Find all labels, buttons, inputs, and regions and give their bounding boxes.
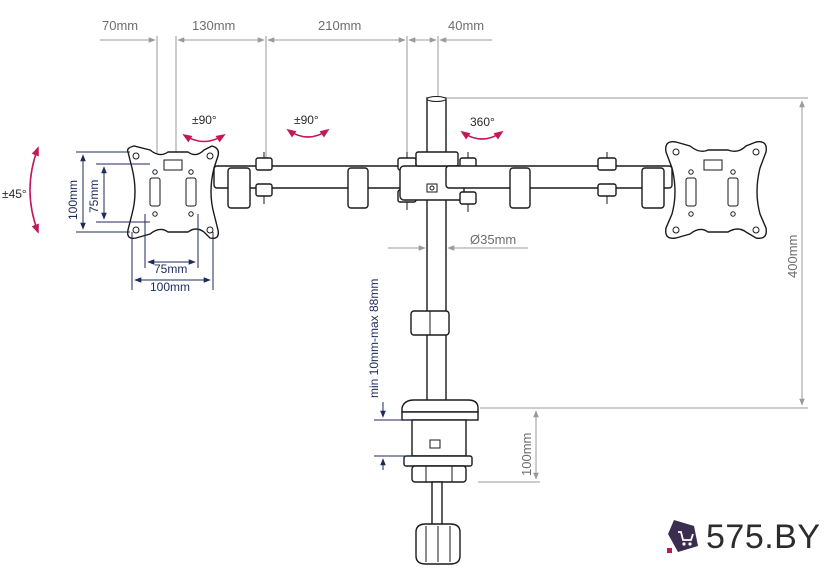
left-vesa-plate [126, 145, 220, 240]
height-label: 400mm [785, 235, 800, 278]
vesa-horizontal-100mm: 100mm [150, 280, 190, 294]
rotation-label-pole: 360° [470, 115, 495, 129]
dim-70mm: 70mm [102, 18, 138, 33]
clamp-range-dim [374, 402, 412, 470]
cart-box-icon [664, 518, 702, 556]
vesa-horizontal-dims [131, 214, 214, 290]
tilt-arrow [29, 146, 39, 234]
rotation-label-left: ±90° [192, 113, 217, 127]
brand-name: 575.BY [706, 518, 821, 556]
top-dimension-lines [100, 36, 492, 170]
right-arm [445, 152, 673, 209]
height-dim [446, 97, 808, 409]
left-arm [213, 152, 429, 210]
vesa-horizontal-75mm: 75mm [154, 262, 187, 276]
rotation-arrow-pole [460, 130, 504, 140]
tilt-label: ±45° [2, 187, 27, 201]
pole-diameter-label: Ø35mm [470, 232, 516, 247]
vesa-vertical-75mm: 75mm [87, 180, 101, 213]
rotation-arrow-middle [286, 128, 330, 138]
rotation-label-middle: ±90° [294, 113, 319, 127]
clamp-depth-label: 100mm [519, 433, 534, 476]
clamp-range-label: min 10mm-max 88mm [367, 279, 381, 398]
dim-40mm: 40mm [448, 18, 484, 33]
dim-130mm: 130mm [192, 18, 235, 33]
brand-logo[interactable]: 575.BY [664, 518, 821, 556]
pole [410, 96, 450, 411]
vesa-vertical-dims [76, 151, 150, 233]
right-vesa-plate [665, 141, 767, 239]
clamp-depth-dim [478, 410, 540, 483]
desk-clamp [401, 399, 479, 565]
vesa-vertical-100mm: 100mm [66, 180, 80, 220]
rotation-arrow-left [182, 133, 226, 143]
dim-210mm: 210mm [318, 18, 361, 33]
